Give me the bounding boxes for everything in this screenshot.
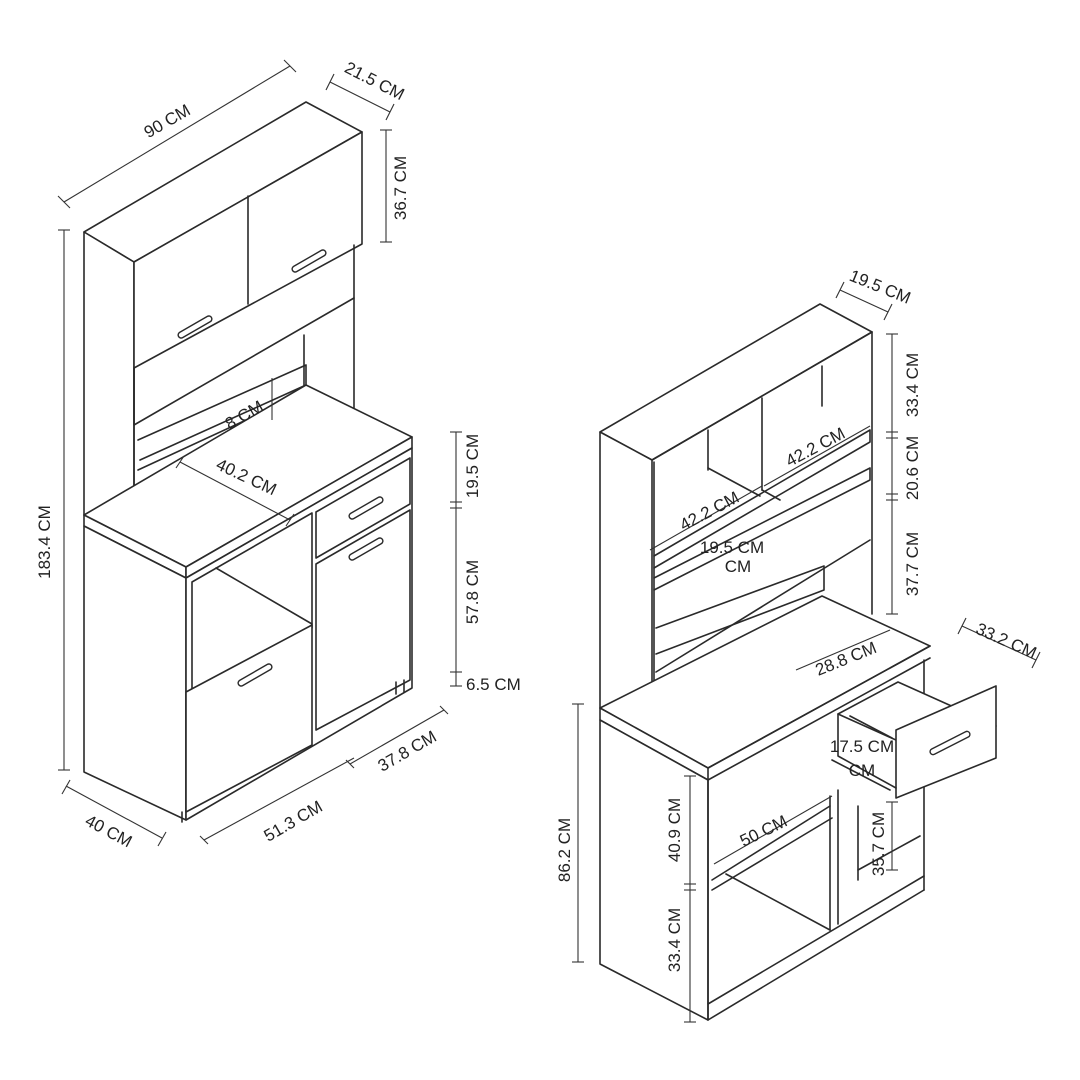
dim-total-height: 183.4 CM — [35, 505, 54, 579]
dim-top-compartment-height: 33.4 CM — [903, 353, 922, 417]
dim-drawer-height: 19.5 CM — [463, 434, 482, 498]
dim-top-depth: 21.5 CM — [342, 58, 408, 104]
dim-lower-open-height: 33.4 CM — [665, 908, 684, 972]
dim-side-opening-height: 35.7 CM — [869, 812, 888, 876]
dim-drawer-height-right: 17.5 CM — [830, 737, 894, 756]
dim-shelf-depth-unit: CM — [725, 557, 751, 576]
dim-width: 90 CM — [141, 100, 194, 141]
dim-depth: 40 CM — [82, 811, 135, 851]
dim-lower-hutch-height: 37.7 CM — [903, 532, 922, 596]
right-dimension-lines — [572, 281, 1041, 1023]
dim-top-cabinet-height: 36.7 CM — [391, 156, 410, 220]
dim-door-height: 57.8 CM — [463, 560, 482, 624]
dim-shelf-depth: 19.5 CM — [700, 538, 764, 557]
left-cabinet-drawing — [83, 101, 413, 823]
dim-middle-compartment-height: 20.6 CM — [903, 436, 922, 500]
dim-base-height: 86.2 CM — [555, 818, 574, 882]
dim-upper-open-height: 40.9 CM — [665, 798, 684, 862]
dim-drawer-height-unit: CM — [849, 761, 875, 780]
dim-door-width: 37.8 CM — [375, 727, 440, 776]
left-dimension-lines — [57, 59, 462, 847]
dim-compartment-width-right: 42.2 CM — [783, 424, 849, 471]
dim-foot-height: 6.5 CM — [466, 675, 521, 694]
right-cabinet-drawing — [599, 303, 997, 1021]
dim-open-width: 50 CM — [737, 812, 790, 851]
dim-top-depth-right: 19.5 CM — [847, 266, 914, 308]
dim-drawer-depth: 33.2 CM — [973, 619, 1039, 662]
